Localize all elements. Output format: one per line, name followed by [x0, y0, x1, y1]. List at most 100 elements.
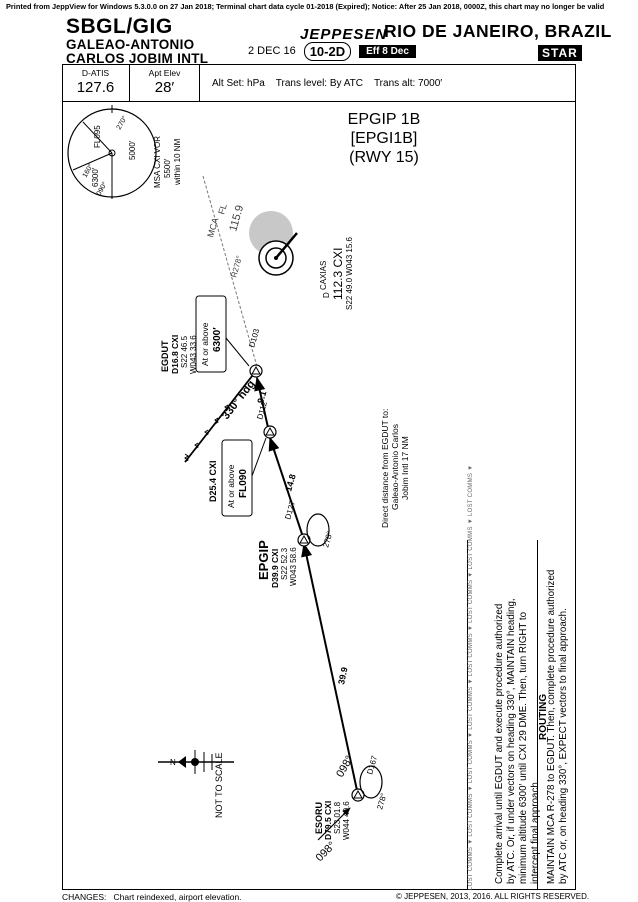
egdut-fix: [249, 364, 263, 378]
north-arrow-icon: N: [158, 750, 234, 774]
chart-type-badge: STAR: [538, 45, 582, 61]
trans-level: Trans level: By ATC: [275, 78, 363, 89]
procedure-name: EPGIP 1B: [347, 111, 421, 128]
msa-6300: 6300′: [91, 167, 100, 187]
egdut-lat: S22 46.5: [180, 335, 189, 368]
esoru-fix: 278°: [351, 765, 388, 811]
direct-note-line1: Direct distance from EGDUT to:: [380, 409, 390, 528]
effective-date: Eff 8 Dec: [359, 44, 416, 58]
airport-header: SBGL/GIG GALEAO-ANTONIO CARLOS JOBIM INT…: [66, 16, 208, 66]
routing-text: MAINTAIN MCA R-278 to EGDUT. Then, compl…: [546, 570, 570, 884]
vor-freq: 112.3 CXI: [331, 248, 345, 300]
egdut-lon: W043 33.6: [189, 335, 198, 374]
north-n: N: [170, 758, 176, 767]
lost-comms-text: Complete arrival until EGDUT and execute…: [494, 598, 542, 884]
lost-comms-line3: minimum altitude 6300′ until CXI 29 DME.…: [518, 611, 529, 884]
msa-diagram: FL095 5000′ 6300′ 270° 160° 090° MSA CXI…: [67, 105, 182, 199]
msa-label2: 5500′: [163, 158, 172, 178]
msa-label3: within 10 NM: [173, 138, 182, 186]
changes-text: Chart reindexed, airport elevation.: [113, 892, 242, 902]
alt-set: Alt Set: hPa: [212, 78, 265, 89]
print-notice: Printed from JeppView for Windows 5.3.0.…: [6, 2, 605, 11]
procedure-code: [EPGI1B]: [350, 130, 418, 147]
info-bar: D-ATIS 127.6 Apt Elev 28′ Alt Set: hPa T…: [62, 64, 576, 102]
course-098-b: 098°: [314, 840, 339, 865]
esoru-dme: D79.5 CXI: [323, 801, 333, 840]
epgip-dme: D39.9 CXI: [270, 549, 280, 588]
egdut-name: EGDUT: [160, 340, 170, 372]
vor-coords: S22 49.0 W043 15.6: [345, 237, 354, 310]
routing-line2: by ATC or, on heading 330°, EXPECT vecto…: [558, 608, 569, 884]
epgip-name: EPGIP: [256, 540, 271, 580]
esoru-name: ESORU: [314, 802, 324, 834]
not-to-scale: NOT TO SCALE: [214, 752, 224, 818]
jeppesen-logo: JEPPESEN: [300, 26, 388, 43]
direct-note-line3: Jobim Intl 17 NM: [400, 436, 410, 500]
epgip-fix: 278°: [297, 513, 334, 549]
d25-restr1: At or above: [226, 464, 236, 508]
arrival-route: [184, 370, 359, 841]
heading-330: 330° hdg: [220, 378, 258, 422]
lost-comms-line1: Complete arrival until EGDUT and execute…: [494, 603, 505, 884]
city-title: RIO DE JANEIRO, BRAZIL: [384, 21, 612, 41]
chart-header: JEPPESEN RIO DE JANEIRO, BRAZIL 2 DEC 16…: [248, 20, 611, 62]
leg-dist-39-9: 39.9: [336, 666, 349, 685]
chart-date: 2 DEC 16: [248, 45, 296, 57]
airport-name-line2: CARLOS JOBIM INTL: [66, 51, 209, 66]
d25-restr2: FL090: [238, 469, 249, 498]
egdut-restr2: 6300′: [212, 327, 223, 352]
leg-dist-14-8: 14.8: [283, 473, 297, 493]
epgip-hold-crs: 278°: [321, 530, 334, 548]
leg-d103: D103: [247, 327, 261, 348]
msa-270: 270°: [115, 114, 129, 131]
vor-dmark: D: [322, 292, 331, 298]
esoru-lon: W044 40.6: [342, 801, 351, 840]
trans-alt: Trans alt: 7000′: [373, 78, 443, 89]
vor-name: CAXIAS: [319, 261, 328, 290]
mca-radial: R278°: [229, 255, 244, 279]
datis-label: D-ATIS: [81, 68, 110, 78]
leg-dist-9-1: 9.1: [255, 390, 268, 405]
copyright: © JEPPESEN, 2013, 2016. ALL RIGHTS RESER…: [396, 892, 590, 901]
airport-name-line1: GALEAO-ANTONIO: [66, 37, 195, 52]
lost-comms-tag-strip: LOST COMMS ▼ LOST COMMS ▼ LOST COMMS ▼ L…: [468, 464, 474, 890]
lost-comms-line4: intercept final approach.: [530, 779, 541, 884]
lost-comms-box: [467, 540, 538, 890]
elevation-label: Apt Elev: [148, 68, 181, 78]
d25-fix: [263, 425, 277, 439]
esoru-lat: S23 01.8: [333, 801, 342, 834]
elevation-value: 28′: [154, 79, 175, 96]
lost-comms-line2: by ATC. Or, if under vectors on heading …: [506, 598, 517, 884]
d25-name: D25.4 CXI: [208, 460, 218, 502]
altimeter-row: Alt Set: hPa Trans level: By ATC Trans a…: [212, 78, 442, 89]
epgip-lat: S22 52.3: [280, 547, 289, 580]
leg-d167: D167: [365, 754, 379, 775]
mca-fl: FL: [216, 203, 229, 216]
chart-number: 10-2D: [303, 41, 352, 61]
mca-label: MCA: [205, 217, 220, 239]
msa-fl095: FL095: [93, 125, 102, 148]
esoru-hold-crs: 278°: [375, 792, 388, 810]
procedure-title: EPGIP 1B [EPGI1B] (RWY 15): [320, 110, 448, 167]
changes-label: CHANGES:: [62, 892, 107, 902]
direct-note-line2: Galeao-Antonio Carlos: [390, 424, 400, 510]
mca-value: 115.9: [227, 204, 246, 233]
chart-frame: [62, 64, 576, 890]
elevation-cell: Apt Elev 28′: [130, 64, 200, 101]
procedure-runway: (RWY 15): [349, 149, 419, 166]
datis-frequency: 127.6: [76, 79, 115, 96]
datis-cell: D-ATIS 127.6: [62, 64, 130, 101]
egdut-restr1: At or above: [200, 322, 210, 366]
msa-5000: 5000′: [128, 140, 137, 160]
date-line: 2 DEC 16 10-2D Eff 8 Dec: [248, 41, 416, 61]
icao-code: SBGL/GIG: [66, 15, 173, 38]
epgip-lon: W043 58.6: [289, 547, 298, 586]
egdut-dme: D16.8 CXI: [170, 335, 180, 374]
routing-line1: MAINTAIN MCA R-278 to EGDUT. Then, compl…: [546, 569, 557, 884]
leg-d127: D127: [283, 499, 297, 520]
routing-box: [537, 540, 577, 890]
vor-cxi: D CAXIAS 112.3 CXI S22 49.0 W043 15.6: [249, 211, 354, 310]
changes-note: CHANGES: Chart reindexed, airport elevat…: [62, 892, 242, 902]
msa-label1: MSA CXI VOR: [153, 136, 162, 188]
